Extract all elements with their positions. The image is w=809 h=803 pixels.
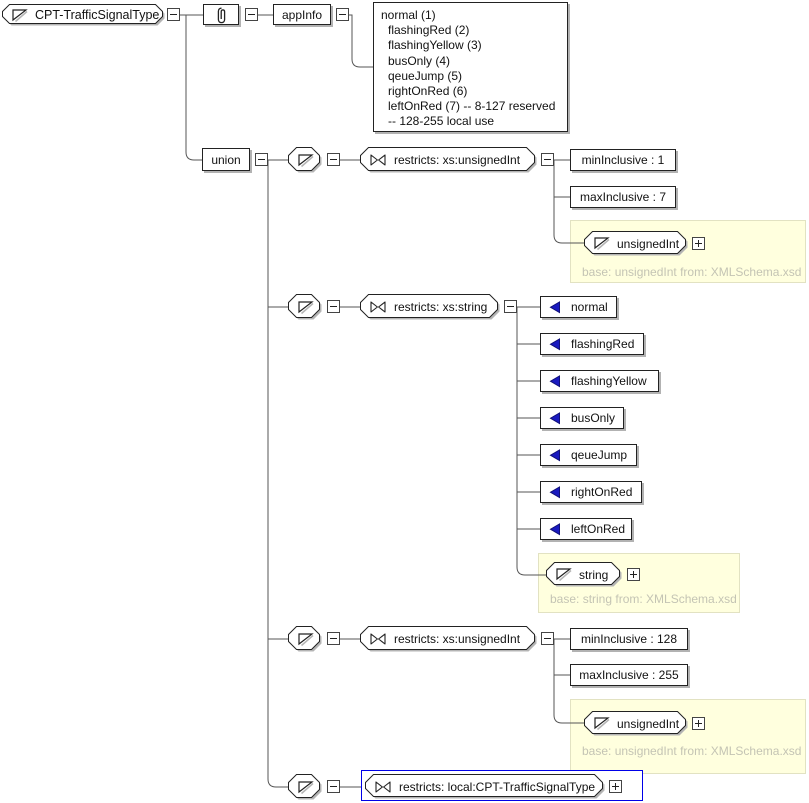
enumeration-icon <box>548 485 562 499</box>
enum-value-busonly[interactable]: busOnly <box>540 407 624 429</box>
facet-maxinclusive-1[interactable]: maxInclusive : 7 <box>570 186 676 208</box>
facet-label: maxInclusive : 7 <box>579 190 667 204</box>
appinfo-line: normal (1) <box>381 8 436 22</box>
enum-value-flashingred[interactable]: flashingRed <box>540 333 644 355</box>
enum-label: qeueJump <box>571 448 628 462</box>
basetype-node-unsignedint-1[interactable]: unsignedInt <box>584 231 688 256</box>
basetype-label: unsignedInt <box>617 236 680 251</box>
expand-button[interactable] <box>609 780 622 793</box>
appinfo-node[interactable]: appInfo <box>273 4 331 25</box>
facet-maxinclusive-2[interactable]: maxInclusive : 255 <box>570 664 688 686</box>
collapse-button[interactable] <box>327 632 340 645</box>
restriction-label: restricts: xs:unsignedInt <box>394 632 521 646</box>
base-origin-note: base: unsignedInt from: XMLSchema.xsd <box>582 744 802 758</box>
restriction-icon <box>369 632 387 646</box>
enum-value-normal[interactable]: normal <box>540 296 617 318</box>
collapse-button[interactable] <box>336 8 349 21</box>
simpletype-node-member-2[interactable] <box>288 294 322 320</box>
collapse-button[interactable] <box>245 8 258 21</box>
enum-value-qeuejump[interactable]: qeueJump <box>540 444 637 466</box>
restriction-node-string[interactable]: restricts: xs:string <box>360 294 500 320</box>
simpletype-icon <box>555 567 572 582</box>
basetype-node-unsignedint-2[interactable]: unsignedInt <box>584 711 688 736</box>
enumeration-icon <box>548 300 562 314</box>
base-origin-note: base: string from: XMLSchema.xsd <box>550 592 737 606</box>
simpletype-icon <box>11 8 28 23</box>
restriction-icon <box>374 780 392 794</box>
appinfo-line: qeueJump (5) <box>388 68 463 83</box>
collapse-button[interactable] <box>327 780 340 793</box>
simpletype-node-member-3[interactable] <box>288 626 322 652</box>
simpletype-node-member-4[interactable] <box>288 774 322 800</box>
restriction-node-unsignedint-1[interactable]: restricts: xs:unsignedInt <box>360 147 537 173</box>
restriction-label: restricts: xs:string <box>394 300 488 314</box>
root-type-label: CPT-TrafficSignalType <box>35 7 160 22</box>
appinfo-label: appInfo <box>281 7 323 22</box>
union-node[interactable]: union <box>202 148 250 171</box>
facet-mininclusive-1[interactable]: minInclusive : 1 <box>570 149 676 171</box>
restriction-label: restricts: xs:unsignedInt <box>394 153 521 167</box>
enum-label: normal <box>571 300 608 314</box>
enum-label: flashingYellow <box>571 374 647 388</box>
expand-button[interactable] <box>692 717 705 730</box>
expand-button[interactable] <box>692 237 705 250</box>
appinfo-line: flashingYellow (3) <box>388 38 482 53</box>
restriction-icon <box>369 300 387 314</box>
appinfo-line: flashingRed (2) <box>388 23 470 38</box>
simpletype-icon <box>593 716 610 731</box>
basetype-node-string[interactable]: string <box>546 562 622 587</box>
restriction-node-local[interactable]: restricts: local:CPT-TrafficSignalType <box>365 774 605 799</box>
collapse-button[interactable] <box>167 8 180 21</box>
enumeration-icon <box>548 374 562 388</box>
appinfo-line: busOnly (4) <box>388 53 451 68</box>
enum-label: busOnly <box>571 411 616 425</box>
enumeration-icon <box>548 522 562 536</box>
annotation-node[interactable] <box>203 4 239 25</box>
facet-label: minInclusive : 128 <box>580 632 678 646</box>
appinfo-line: rightOnRed (6) <box>388 84 468 99</box>
enumeration-icon <box>548 448 562 462</box>
restriction-icon <box>369 153 387 167</box>
appinfo-line: leftOnRed (7) -- 8-127 reserved <box>388 99 556 114</box>
union-label: union <box>211 152 241 167</box>
enum-label: leftOnRed <box>571 522 626 536</box>
enumeration-icon <box>548 337 562 351</box>
enum-value-rightonred[interactable]: rightOnRed <box>540 481 642 503</box>
facet-label: minInclusive : 1 <box>581 153 665 167</box>
appinfo-line: -- 128-255 local use <box>388 114 495 129</box>
simpletype-node-root[interactable]: CPT-TrafficSignalType <box>2 4 165 26</box>
base-origin-note: base: unsignedInt from: XMLSchema.xsd <box>582 265 802 279</box>
enum-label: flashingRed <box>571 337 635 351</box>
restriction-node-unsignedint-2[interactable]: restricts: xs:unsignedInt <box>360 626 537 652</box>
collapse-button[interactable] <box>541 153 554 166</box>
facet-label: maxInclusive : 255 <box>579 668 679 682</box>
restriction-label: restricts: local:CPT-TrafficSignalType <box>399 779 596 794</box>
simpletype-icon <box>297 153 314 168</box>
collapse-button[interactable] <box>327 300 340 313</box>
enum-label: rightOnRed <box>571 485 633 499</box>
simpletype-node-member-1[interactable] <box>288 147 322 173</box>
facet-mininclusive-2[interactable]: minInclusive : 128 <box>570 628 688 650</box>
enumeration-icon <box>548 411 562 425</box>
expand-button[interactable] <box>627 568 640 581</box>
simpletype-icon <box>297 632 314 647</box>
simpletype-icon <box>297 300 314 315</box>
paperclip-icon <box>215 6 228 24</box>
collapse-button[interactable] <box>255 153 268 166</box>
collapse-button[interactable] <box>541 632 554 645</box>
simpletype-icon <box>593 236 610 251</box>
enum-value-flashingyellow[interactable]: flashingYellow <box>540 370 659 392</box>
collapse-button[interactable] <box>327 153 340 166</box>
basetype-label: unsignedInt <box>617 716 680 731</box>
simpletype-icon <box>297 780 314 795</box>
enum-value-leftonred[interactable]: leftOnRed <box>540 518 632 540</box>
appinfo-text-box[interactable]: normal (1) flashingRed (2) flashingYello… <box>373 2 568 132</box>
basetype-label: string <box>579 567 609 582</box>
collapse-button[interactable] <box>504 300 517 313</box>
